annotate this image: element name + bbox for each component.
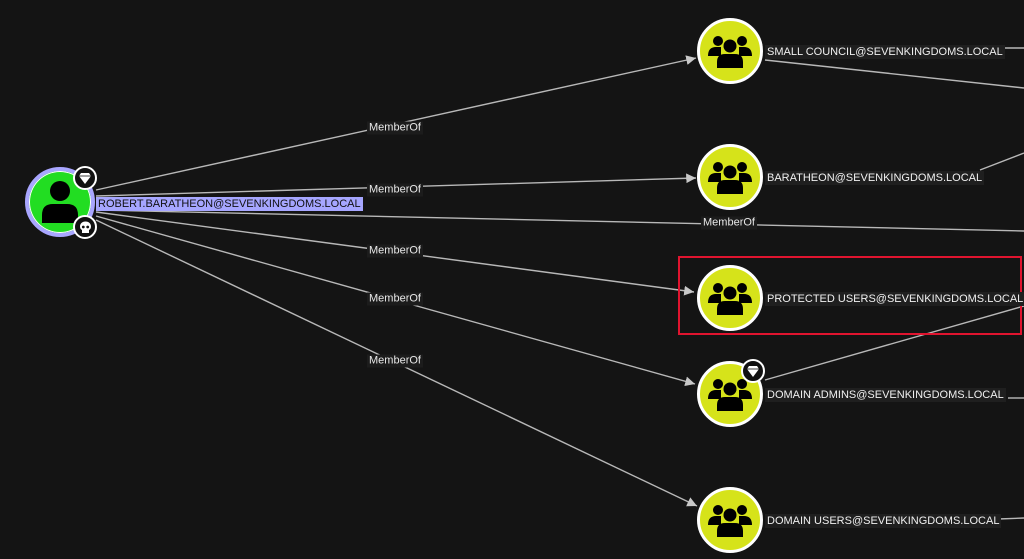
group-icon xyxy=(708,36,752,68)
edge-right-2[interactable] xyxy=(764,59,1024,89)
source-node-label[interactable]: ROBERT.BARATHEON@SEVENKINGDOMS.LOCAL xyxy=(96,197,363,211)
edge-label: MemberOf xyxy=(367,183,423,197)
group-node-baratheon[interactable] xyxy=(697,144,763,210)
edge-right-3[interactable] xyxy=(979,152,1024,171)
edge-label: MemberOf xyxy=(367,354,423,368)
group-icon xyxy=(708,505,752,537)
owned-skull-icon xyxy=(73,215,97,239)
edge-offscreen[interactable] xyxy=(95,209,1024,232)
user-icon xyxy=(42,181,78,223)
edge-label: MemberOf xyxy=(367,121,423,135)
high-value-diamond-icon xyxy=(73,166,97,190)
group-node-label[interactable]: DOMAIN ADMINS@SEVENKINGDOMS.LOCAL xyxy=(765,388,1006,402)
edge-label: MemberOf xyxy=(367,292,423,306)
group-icon xyxy=(708,283,752,315)
group-node-small-council[interactable] xyxy=(697,18,763,84)
edge-right-6[interactable] xyxy=(997,517,1024,520)
group-node-protected-users[interactable] xyxy=(697,265,763,331)
group-node-domain-users[interactable] xyxy=(697,487,763,553)
edge-label: MemberOf xyxy=(367,244,423,258)
high-value-diamond-icon xyxy=(741,359,765,383)
edge-label: MemberOf xyxy=(701,216,757,230)
group-node-label[interactable]: PROTECTED USERS@SEVENKINGDOMS.LOCAL xyxy=(765,292,1024,306)
group-node-label[interactable]: BARATHEON@SEVENKINGDOMS.LOCAL xyxy=(765,171,985,185)
group-icon xyxy=(708,162,752,194)
group-icon xyxy=(708,379,752,411)
edge-right-4[interactable] xyxy=(764,305,1024,381)
group-node-label[interactable]: DOMAIN USERS@SEVENKINGDOMS.LOCAL xyxy=(765,514,1002,528)
group-node-label[interactable]: SMALL COUNCIL@SEVENKINGDOMS.LOCAL xyxy=(765,45,1005,59)
